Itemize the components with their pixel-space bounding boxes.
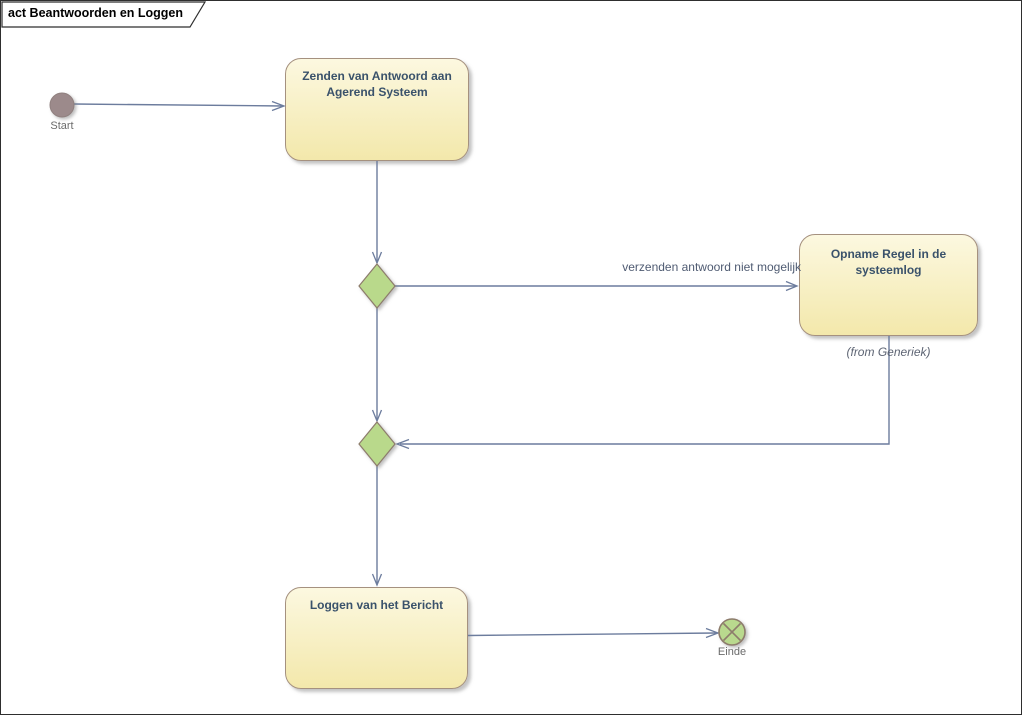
guard-label: verzenden antwoord niet mogelijk — [622, 260, 801, 274]
edge-opname-to-merge[interactable] — [395, 336, 890, 450]
action-opname-title: Opname Regel in de systeemlog — [799, 246, 978, 278]
arrowhead-icon — [785, 280, 799, 292]
initial-node[interactable] — [49, 92, 75, 118]
flow-final-node[interactable] — [718, 618, 746, 646]
action-opname-regel-systeemlog[interactable] — [799, 234, 978, 336]
edge-decision-to-opname[interactable] — [395, 280, 799, 292]
frame-title: act Beantwoorden en Loggen — [8, 6, 184, 20]
arrowhead-icon — [371, 573, 383, 587]
einde-label: Einde — [717, 646, 747, 658]
action-zenden-van-antwoord[interactable] — [285, 58, 469, 161]
start-label: Start — [50, 120, 74, 132]
arrowhead-icon — [371, 409, 383, 423]
edge-start-to-zenden[interactable] — [73, 100, 286, 112]
from-generiek-note: (from Generiek) — [846, 345, 931, 359]
edge-zenden-to-decision[interactable] — [371, 161, 383, 265]
action-opname-title-line2: systeemlog — [855, 263, 922, 277]
decision-node[interactable] — [358, 263, 396, 309]
action-loggen-title: Loggen van het Bericht — [309, 598, 444, 612]
edge-loggen-to-einde[interactable] — [467, 627, 720, 639]
action-zenden-title: Zenden van Antwoord aan Agerend Systeem — [285, 68, 469, 100]
arrowhead-icon — [271, 100, 286, 112]
frame-tab — [1, 1, 207, 28]
arrowhead-icon — [705, 627, 720, 639]
arrowhead-icon — [395, 438, 410, 450]
action-zenden-title-line1: Zenden van Antwoord aan — [302, 69, 452, 83]
merge-node[interactable] — [358, 421, 396, 467]
arrowhead-icon — [371, 251, 383, 265]
edge-merge-to-loggen[interactable] — [371, 466, 383, 587]
action-opname-title-line1: Opname Regel in de — [830, 247, 947, 261]
edge-decision-to-merge[interactable] — [371, 308, 383, 423]
cross-icon — [722, 622, 742, 642]
action-loggen-van-bericht[interactable] — [285, 587, 468, 689]
action-zenden-title-line2: Agerend Systeem — [326, 85, 428, 99]
